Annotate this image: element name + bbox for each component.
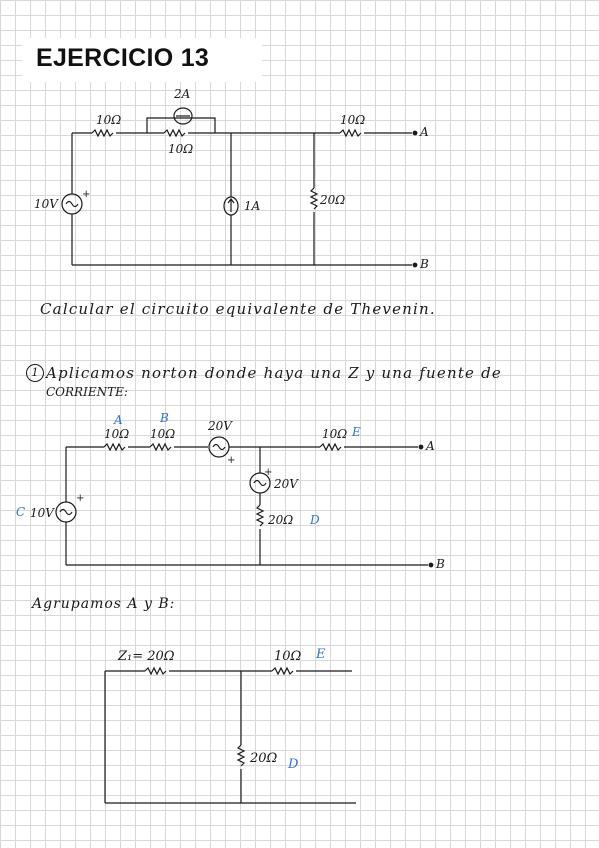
- label-terminal-b2: B: [436, 557, 445, 571]
- label-r-a: 10Ω: [104, 427, 130, 441]
- resistor-e: [319, 442, 342, 452]
- resistor-10-top-right: [339, 128, 362, 138]
- label-current-1a: 1A: [244, 199, 261, 213]
- label-plus-4: +: [76, 493, 85, 504]
- label-r-e: 10Ω: [322, 427, 348, 441]
- step-1-text-line1: Aplicamos norton donde haya una Z y una …: [46, 364, 502, 382]
- label-voltage-10v: 10V: [34, 197, 58, 211]
- step-number-circle: 1: [26, 364, 44, 382]
- resistor-e-3: [271, 666, 294, 676]
- label-current-2a: 2A: [174, 87, 191, 101]
- label-r-d: 20Ω: [268, 513, 294, 527]
- label-r-d-3: 20Ω: [250, 751, 278, 766]
- group-text: Agrupamos A y B:: [32, 596, 176, 612]
- label-source-20v-top: 20V: [208, 419, 232, 433]
- circuit-2: [55, 436, 434, 568]
- label-terminal-b1: B: [420, 257, 429, 271]
- label-r-parallel: 10Ω: [168, 142, 194, 156]
- label-r-right-top: 10Ω: [340, 113, 366, 127]
- resistor-10-top-left: [91, 128, 114, 138]
- resistor-a: [103, 442, 126, 452]
- tag-a: A: [114, 413, 123, 427]
- resistor-20-vertical: [309, 187, 319, 210]
- label-plus-3: +: [264, 467, 273, 478]
- tag-c: C: [16, 505, 26, 519]
- label-r-b: 10Ω: [150, 427, 176, 441]
- title-background: [22, 38, 262, 82]
- resistor-10-parallel: [163, 128, 186, 138]
- tag-e: E: [352, 425, 361, 439]
- label-voltage-10v-c: 10V: [30, 506, 54, 520]
- resistor-b: [149, 442, 172, 452]
- resistor-d-3: [236, 744, 246, 767]
- label-source-20v-mid: 20V: [274, 477, 298, 491]
- tag-e-3: E: [316, 647, 326, 662]
- tag-d-3: D: [288, 757, 299, 772]
- resistor-d: [255, 504, 265, 527]
- label-plus-1: +: [82, 189, 91, 200]
- resistor-z1: [144, 666, 167, 676]
- problem-statement: Calcular el circuito equivalente de Thev…: [40, 300, 436, 318]
- label-terminal-a1: A: [420, 125, 429, 139]
- label-r-e-3: 10Ω: [274, 649, 302, 664]
- current-source-2a: [173, 107, 193, 125]
- tag-b: B: [160, 411, 169, 425]
- exercise-title: EJERCICIO 13: [36, 44, 210, 72]
- tag-d: D: [310, 513, 320, 527]
- label-z1: Z₁= 20Ω: [118, 649, 175, 664]
- label-terminal-a2: A: [426, 439, 435, 453]
- label-r-middle: 20Ω: [320, 193, 346, 207]
- circuit-1: [61, 107, 418, 268]
- circuit-3: [104, 666, 356, 804]
- label-plus-2: +: [227, 455, 236, 466]
- label-r-left-top: 10Ω: [96, 113, 122, 127]
- step-1-text-line2: CORRIENTE:: [46, 385, 128, 399]
